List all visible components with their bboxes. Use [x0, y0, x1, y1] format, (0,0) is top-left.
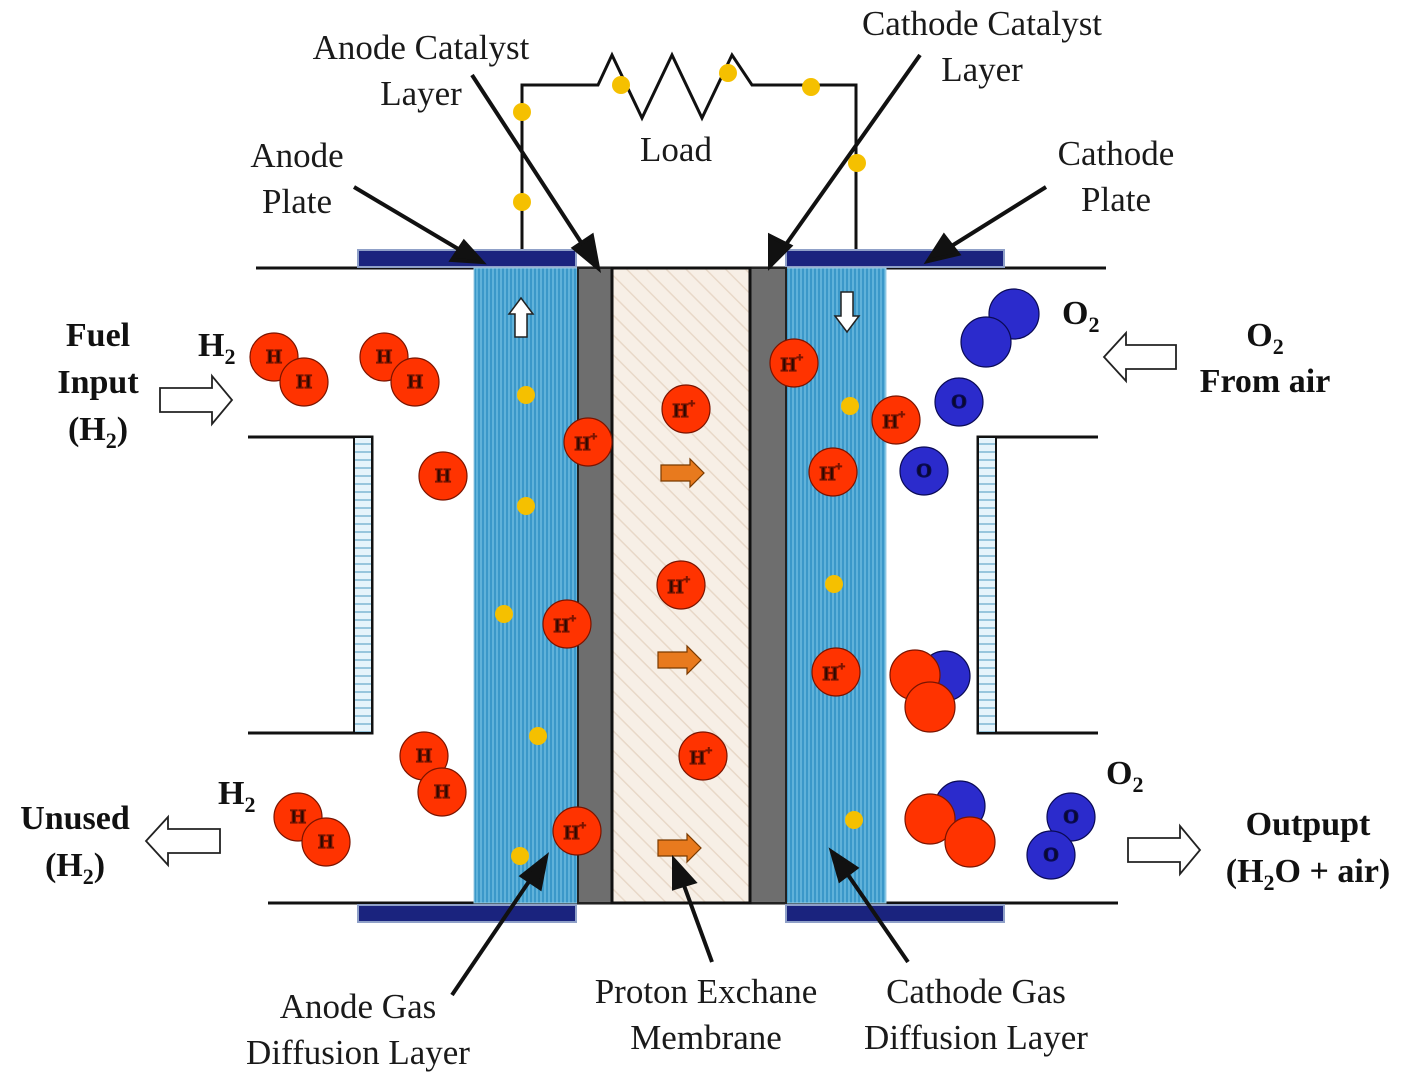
svg-text:H+: H+ [690, 743, 713, 769]
svg-text:Layer: Layer [380, 74, 462, 113]
svg-text:Unused: Unused [20, 800, 130, 837]
label-load: Load [640, 130, 712, 169]
svg-text:Anode Catalyst: Anode Catalyst [313, 28, 530, 67]
proton-flow-arrows [657, 457, 705, 864]
svg-text:H: H [435, 465, 451, 487]
proton: H+ [871, 395, 921, 445]
anode-vent-strip [353, 436, 373, 734]
svg-text:Membrane: Membrane [630, 1018, 782, 1057]
label-anode-plate: Anode Plate [250, 136, 343, 221]
svg-text:O2: O2 [1246, 317, 1283, 359]
proton-particles: H+ H+ H+ H+ H+ H+ H+ H+ H+ H+ [542, 338, 921, 856]
cathode-vent-strip [977, 436, 997, 734]
label-o2-from-air: O2 From air [1200, 317, 1331, 400]
proton: H+ [542, 599, 592, 649]
svg-text:H+: H+ [564, 818, 587, 844]
h2-molecule: H H [273, 792, 351, 867]
svg-text:Layer: Layer [941, 50, 1023, 89]
label-cathode-gdl: Cathode Gas Diffusion Layer [864, 972, 1088, 1057]
svg-text:Cathode Catalyst: Cathode Catalyst [862, 4, 1102, 43]
svg-text:Plate: Plate [1081, 180, 1151, 219]
svg-text:Proton Exchane: Proton Exchane [595, 972, 818, 1011]
proton: H+ [808, 447, 858, 497]
svg-text:Input: Input [57, 364, 139, 401]
h-atom: H [418, 451, 468, 501]
svg-text:Anode Gas: Anode Gas [280, 987, 437, 1026]
label-o2-outlet: O2 [1106, 755, 1143, 797]
svg-text:H+: H+ [575, 429, 598, 455]
svg-text:H+: H+ [823, 659, 846, 685]
o2-molecule [960, 288, 1040, 368]
svg-text:H+: H+ [781, 350, 804, 376]
anode-gas-diffusion-layer [473, 267, 579, 904]
svg-text:Plate: Plate [262, 182, 332, 221]
label-o2-cathode: O2 [1062, 295, 1099, 337]
o-atom: O [934, 377, 984, 427]
svg-text:Anode: Anode [250, 136, 343, 175]
hydrogen-particles: H H H H H H H H H [249, 332, 468, 867]
svg-text:H: H [376, 346, 392, 368]
svg-text:H+: H+ [883, 407, 906, 433]
svg-text:From air: From air [1200, 363, 1331, 400]
label-anode-catalyst-layer: Anode Catalyst Layer [313, 28, 530, 113]
o-atom: O [899, 446, 949, 496]
label-h2-outlet: H2 [218, 775, 255, 817]
svg-text:H: H [266, 346, 282, 368]
svg-text:Diffusion Layer: Diffusion Layer [864, 1018, 1088, 1057]
label-fuel-input: Fuel Input (H2) [57, 317, 139, 453]
callout-arrows [352, 53, 1048, 997]
h2-molecule: H H [399, 731, 467, 817]
label-cathode-plate: Cathode Plate [1058, 134, 1175, 219]
label-pem: Proton Exchane Membrane [595, 972, 818, 1057]
svg-text:O: O [1063, 806, 1079, 828]
svg-text:H: H [434, 781, 450, 803]
label-unused: Unused (H2) [20, 800, 130, 889]
label-output: Outpupt (H2O + air) [1226, 806, 1390, 895]
proton: H+ [661, 384, 711, 434]
label-cathode-catalyst-layer: Cathode Catalyst Layer [862, 4, 1102, 89]
oxygen-particles: O O O O [899, 288, 1096, 880]
o2-molecule: O O [1026, 792, 1096, 880]
svg-text:(H2O + air): (H2O + air) [1226, 853, 1390, 895]
water-molecules [889, 649, 996, 868]
external-circuit [520, 51, 858, 250]
svg-text:Outpupt: Outpupt [1246, 806, 1371, 843]
svg-text:H: H [318, 831, 334, 853]
svg-text:H: H [407, 371, 423, 393]
svg-text:H+: H+ [554, 611, 577, 637]
label-anode-gdl: Anode Gas Diffusion Layer [246, 987, 470, 1072]
svg-text:O: O [916, 460, 932, 482]
h2-molecule: H H [359, 332, 440, 407]
proton: H+ [811, 647, 861, 697]
water-molecule [889, 649, 971, 733]
proton: H+ [563, 417, 613, 467]
h2-molecule: H H [249, 332, 329, 407]
label-h2-inlet: H2 [198, 327, 235, 369]
svg-text:O: O [951, 391, 967, 413]
svg-text:(H2): (H2) [45, 847, 105, 889]
svg-text:H+: H+ [668, 572, 691, 598]
svg-text:(H2): (H2) [68, 411, 128, 453]
gas-flow-arrows [144, 330, 1202, 877]
svg-text:Diffusion Layer: Diffusion Layer [246, 1033, 470, 1072]
proton: H+ [552, 806, 602, 856]
svg-text:H+: H+ [820, 459, 843, 485]
proton: H+ [769, 338, 819, 388]
gdl-electrons [495, 386, 863, 865]
proton: H+ [678, 731, 728, 781]
svg-text:H: H [296, 371, 312, 393]
water-molecule [904, 780, 996, 868]
electron-flow-arrows [507, 291, 861, 338]
svg-text:Cathode Gas: Cathode Gas [886, 972, 1066, 1011]
svg-text:Cathode: Cathode [1058, 134, 1175, 173]
svg-text:H: H [416, 745, 432, 767]
proton: H+ [656, 560, 706, 610]
svg-text:H: H [290, 806, 306, 828]
svg-text:O: O [1043, 844, 1059, 866]
svg-text:Fuel: Fuel [66, 317, 130, 354]
circuit-electrons [513, 64, 866, 211]
svg-text:H+: H+ [673, 396, 696, 422]
